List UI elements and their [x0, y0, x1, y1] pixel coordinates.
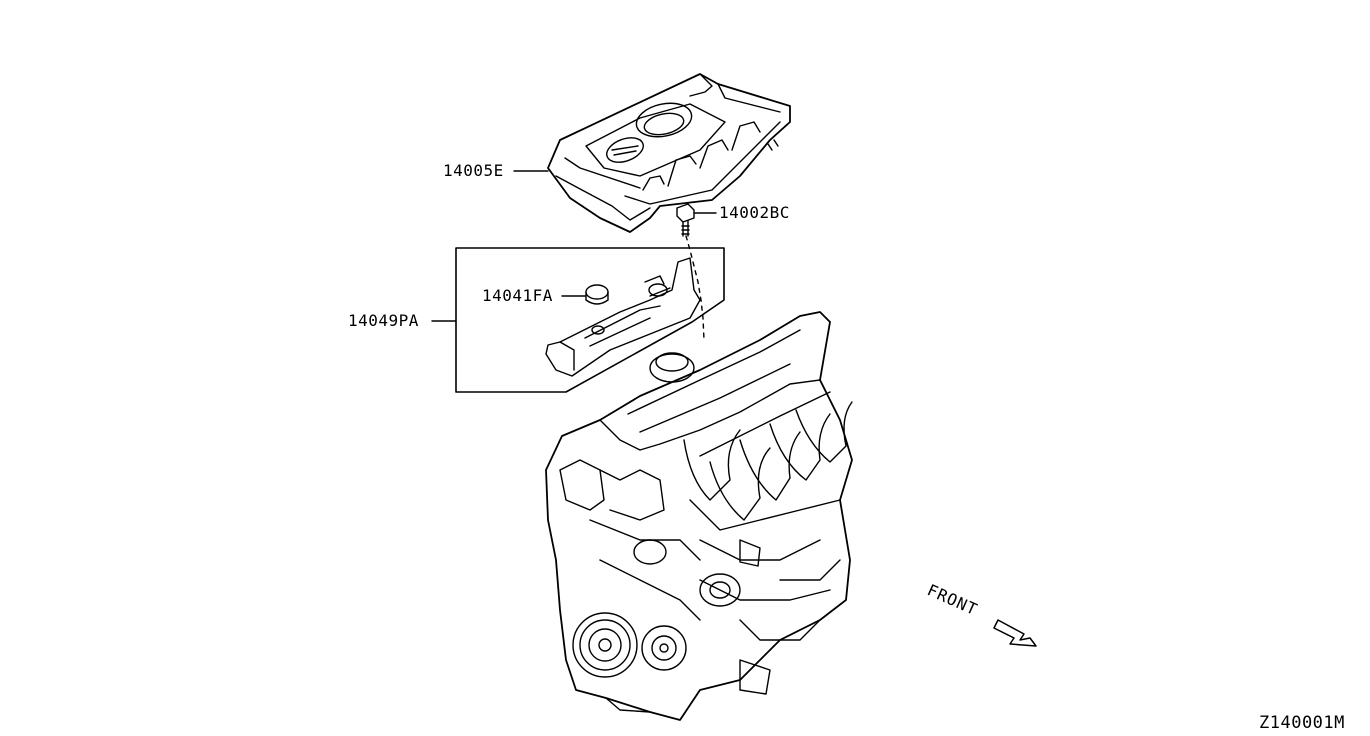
crankshaft-pulley-illustration: [572, 612, 638, 678]
bracket-assembly-box: [455, 247, 725, 393]
bracket-illustration: [545, 257, 701, 377]
callout-14041FA: 14041FA: [482, 286, 553, 305]
engine-block-illustration: [545, 311, 853, 721]
callout-14005E: 14005E: [443, 161, 504, 180]
front-label: FRONT: [924, 580, 980, 619]
callout-14049PA: 14049PA: [348, 311, 419, 330]
diagram-code: Z140001M: [1259, 713, 1345, 733]
leader-lines: [431, 170, 717, 322]
engine-cover-illustration: [547, 73, 791, 233]
front-arrow-icon: [993, 619, 1037, 647]
idler-pulley-illustration: [641, 625, 687, 671]
bolt-illustration: [676, 203, 705, 341]
callout-14002BC: 14002BC: [719, 203, 790, 222]
oil-cap-illustration: [585, 284, 609, 305]
